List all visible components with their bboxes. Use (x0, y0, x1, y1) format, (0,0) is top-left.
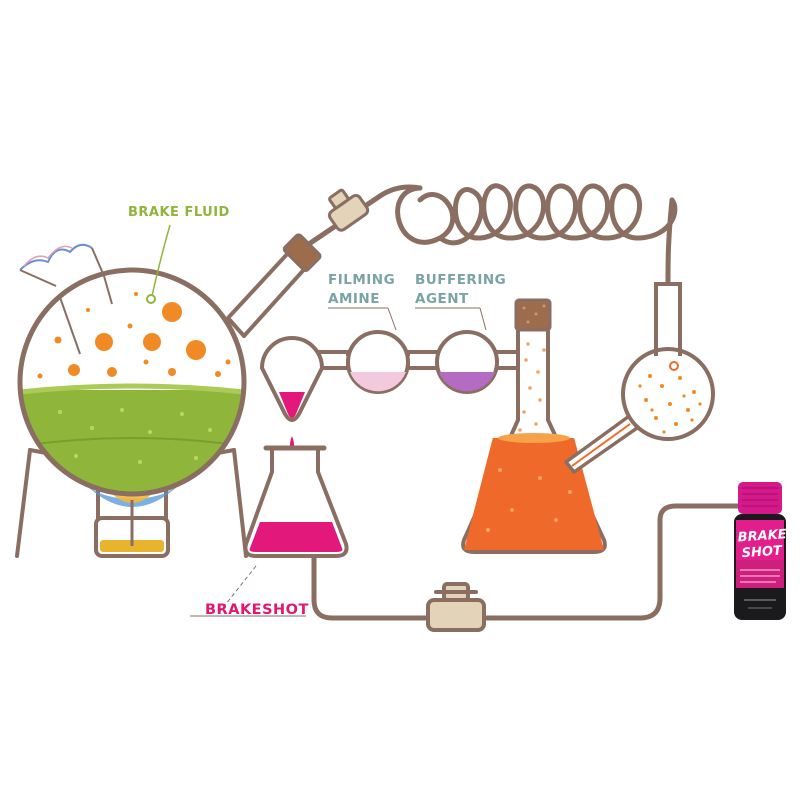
side-arm-cork (282, 233, 322, 273)
label-brakeshot: BRAKESHOT (205, 602, 309, 618)
bottle-logo-line2: SHOT (741, 543, 783, 561)
bottle-logo-line1: BRAKE (737, 527, 787, 545)
label-pointers (328, 307, 487, 331)
condenser-coil (395, 183, 678, 246)
receiving-flask (190, 445, 349, 617)
label-buffering-agent-line1: BUFFERING (415, 272, 507, 288)
bubbles (37, 292, 231, 379)
label-filming-amine: FILMING AMINE (328, 271, 395, 309)
label-filming-amine-line2: AMINE (328, 291, 380, 307)
label-brake-fluid: BRAKE FLUID (128, 205, 230, 220)
brakeshot-bottle: BRAKE SHOT (734, 482, 787, 620)
separation-bulbs (260, 330, 528, 452)
small-flask (621, 282, 715, 441)
tubing (297, 183, 743, 621)
brake-fluid-pointer (146, 224, 171, 304)
conical-flask (461, 298, 642, 554)
label-buffering-agent-line2: AGENT (415, 291, 469, 307)
valve-icon (327, 188, 370, 232)
burner (85, 484, 180, 558)
label-filming-amine-line1: FILMING (328, 272, 396, 288)
flame-icon (85, 484, 180, 507)
bottom-valve-icon (426, 582, 486, 632)
label-buffering-agent: BUFFERING AGENT (415, 271, 506, 309)
